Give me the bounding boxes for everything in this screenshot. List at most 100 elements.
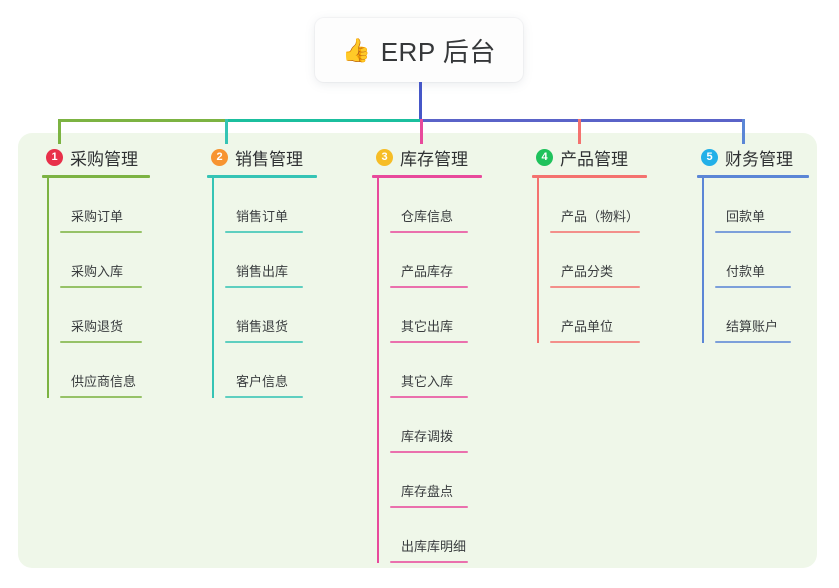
leaf-item-underline	[225, 286, 303, 288]
leaf-item[interactable]: 供应商信息	[60, 343, 150, 398]
branch-header-4[interactable]: 4 产品管理	[532, 144, 647, 170]
leaf-item[interactable]: 付款单	[715, 233, 809, 288]
leaf-item[interactable]: 其它入库	[390, 343, 482, 398]
leaf-item-underline	[60, 396, 142, 398]
branch-badge-1: 1	[46, 148, 63, 166]
leaf-item[interactable]: 产品分类	[550, 233, 647, 288]
leaf-item-label: 销售订单	[236, 209, 289, 224]
branch-badge-3: 3	[376, 148, 393, 166]
branch-title-4: 产品管理	[560, 149, 628, 169]
branch-column-1[interactable]: 1 采购管理采购订单采购入库采购退货供应商信息	[42, 144, 150, 398]
branch-title-3: 库存管理	[400, 149, 468, 169]
root-node[interactable]: 👍 ERP 后台	[315, 18, 523, 82]
branch-items-4: 产品（物料） 产品分类产品单位	[532, 178, 647, 343]
leaf-item-underline	[390, 561, 468, 563]
leaf-item-underline	[225, 396, 303, 398]
leaf-item[interactable]: 客户信息	[225, 343, 317, 398]
leaf-item-label: 其它出库	[401, 319, 454, 334]
leaf-item-underline	[390, 506, 468, 508]
branch-spine-1	[47, 178, 49, 398]
leaf-item-label: 付款单	[726, 264, 766, 279]
leaf-item[interactable]: 销售订单	[225, 178, 317, 233]
leaf-item[interactable]: 库存调拨	[390, 398, 482, 453]
leaf-item-label: 采购退货	[71, 319, 124, 334]
leaf-item-underline	[60, 286, 142, 288]
leaf-item[interactable]: 采购入库	[60, 233, 150, 288]
branch-badge-2: 2	[211, 148, 228, 166]
leaf-item-underline	[550, 231, 640, 233]
leaf-item-label: 采购入库	[71, 264, 124, 279]
branch-title-1: 采购管理	[70, 149, 138, 169]
branch-underline-5	[697, 175, 809, 178]
root-node-content: 👍 ERP 后台	[342, 32, 496, 69]
leaf-item[interactable]: 销售退货	[225, 288, 317, 343]
bar-segment-green	[58, 119, 225, 122]
branch-badge-5: 5	[701, 148, 718, 166]
branch-spine-3	[377, 178, 379, 563]
root-title: ERP 后台	[380, 36, 496, 67]
leaf-item-label: 仓库信息	[401, 209, 454, 224]
branch-column-4[interactable]: 4 产品管理产品（物料） 产品分类产品单位	[532, 144, 647, 343]
leaf-item-label: 产品单位	[561, 319, 614, 334]
leaf-item-label: 产品分类	[561, 264, 614, 279]
leaf-item[interactable]: 结算账户	[715, 288, 809, 343]
leaf-item[interactable]: 其它出库	[390, 288, 482, 343]
branch-column-5[interactable]: 5 财务管理回款单付款单结算账户	[697, 144, 809, 343]
leaf-item-underline	[550, 341, 640, 343]
leaf-item[interactable]: 库存盘点	[390, 453, 482, 508]
thumbs-up-icon: 👍	[342, 36, 371, 63]
branch-column-3[interactable]: 3 库存管理仓库信息产品库存其它出库其它入库库存调拨库存盘点出库库明细	[372, 144, 482, 563]
branch-items-3: 仓库信息产品库存其它出库其它入库库存调拨库存盘点出库库明细	[372, 178, 482, 563]
branch-header-5[interactable]: 5 财务管理	[697, 144, 809, 170]
branch-badge-4: 4	[536, 148, 553, 166]
leaf-item-underline	[225, 231, 303, 233]
leaf-item-underline	[715, 286, 791, 288]
leaf-item[interactable]: 采购订单	[60, 178, 150, 233]
branch-items-2: 销售订单销售出库销售退货客户信息	[207, 178, 317, 398]
bar-segment-purple	[420, 119, 745, 122]
branch-header-3[interactable]: 3 库存管理	[372, 144, 482, 170]
leaf-item[interactable]: 产品库存	[390, 233, 482, 288]
leaf-item-underline	[390, 396, 468, 398]
leaf-item[interactable]: 销售出库	[225, 233, 317, 288]
leaf-item[interactable]: 产品单位	[550, 288, 647, 343]
leaf-item-underline	[390, 451, 468, 453]
leaf-item[interactable]: 仓库信息	[390, 178, 482, 233]
branch-spine-5	[702, 178, 704, 343]
leaf-item-label: 供应商信息	[71, 374, 137, 389]
leaf-item[interactable]: 出库库明细	[390, 508, 482, 563]
branch-title-5: 财务管理	[725, 149, 793, 169]
leaf-item-label: 回款单	[726, 209, 766, 224]
branch-items-1: 采购订单采购入库采购退货供应商信息	[42, 178, 150, 398]
branch-spine-2	[212, 178, 214, 398]
leaf-item-label: 销售退货	[236, 319, 289, 334]
branch-underline-3	[372, 175, 482, 178]
leaf-item[interactable]: 回款单	[715, 178, 809, 233]
leaf-item-underline	[390, 286, 468, 288]
leaf-item-label: 采购订单	[71, 209, 124, 224]
leaf-item-label: 结算账户	[726, 319, 779, 334]
leaf-item[interactable]: 采购退货	[60, 288, 150, 343]
branch-underline-4	[532, 175, 647, 178]
leaf-item-underline	[60, 231, 142, 233]
branch-header-1[interactable]: 1 采购管理	[42, 144, 150, 170]
leaf-item-underline	[390, 341, 468, 343]
leaf-item-label: 客户信息	[236, 374, 289, 389]
leaf-item-label: 库存调拨	[401, 429, 454, 444]
drop-line-3	[420, 119, 423, 144]
branch-spine-4	[537, 178, 539, 343]
leaf-item[interactable]: 产品（物料）	[550, 178, 647, 233]
leaf-item-underline	[225, 341, 303, 343]
leaf-item-underline	[715, 231, 791, 233]
leaf-item-label: 其它入库	[401, 374, 454, 389]
drop-line-5	[742, 119, 745, 144]
leaf-item-underline	[715, 341, 791, 343]
branch-board	[18, 133, 817, 568]
leaf-item-label: 产品库存	[401, 264, 454, 279]
root-stem-line	[419, 82, 422, 122]
drop-line-1	[58, 119, 61, 144]
branch-underline-2	[207, 175, 317, 178]
branch-underline-1	[42, 175, 150, 178]
